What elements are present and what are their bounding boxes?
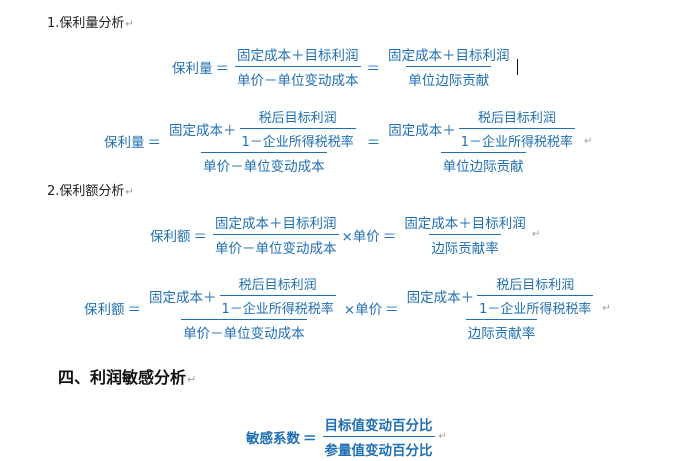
paragraph-mark: ↵: [584, 135, 593, 147]
numerator: 固定成本＋ 税后目标利润 1－企业所得税税率: [405, 274, 599, 319]
equals-sign: ＝: [366, 135, 381, 151]
denominator: 单位边际贡献: [440, 152, 526, 175]
lhs-label: 敏感系数: [246, 430, 300, 447]
equals-sign: ＝: [215, 60, 230, 77]
inner-fraction: 税后目标利润 1－企业所得税税率: [458, 107, 576, 150]
equals-sign: ＝: [193, 228, 208, 245]
numerator: 目标值变动百分比: [324, 418, 433, 434]
formula-profit-volume-1: 保利量 ＝ 固定成本＋目标利润 单价－单位变动成本 ＝ 固定成本＋目标利润 单位…: [172, 44, 518, 89]
paragraph-mark: ↵: [602, 302, 611, 314]
inner-numerator: 税后目标利润: [238, 278, 317, 293]
denominator: 边际贡献率: [465, 319, 538, 342]
numerator: 固定成本＋ 税后目标利润 1－企业所得税税率: [167, 107, 361, 152]
heading-profit-volume: 1.保利量分析↵: [47, 12, 134, 31]
fraction: 固定成本＋目标利润 单位边际贡献: [386, 44, 512, 89]
heading-profit-amount: 2.保利额分析↵: [47, 180, 134, 199]
denominator: 参量值变动百分比: [322, 436, 435, 459]
equals-sign: ＝: [382, 228, 397, 245]
equals-sign: ＝: [127, 302, 142, 318]
fraction: 固定成本＋目标利润 单价－单位变动成本: [235, 44, 361, 89]
fraction: 固定成本＋目标利润 单价－单位变动成本: [213, 212, 339, 257]
inner-denominator: 1－企业所得税税率: [219, 295, 336, 317]
numerator: 固定成本＋目标利润: [215, 216, 337, 232]
text-cursor: [516, 58, 518, 75]
lhs-label: 保利量: [172, 60, 213, 77]
inner-denominator: 1－企业所得税税率: [239, 128, 356, 150]
denominator: 单价－单位变动成本: [181, 319, 307, 342]
denominator: 单价－单位变动成本: [201, 152, 327, 175]
fixed-cost-term: 固定成本＋: [388, 122, 456, 139]
inner-denominator: 1－企业所得税税率: [477, 295, 594, 317]
equals-sign: ＝: [147, 135, 162, 151]
lhs-label: 保利量: [104, 135, 145, 151]
times-price: ×单价: [341, 228, 380, 245]
paragraph-mark: ↵: [187, 373, 197, 386]
fraction: 固定成本＋ 税后目标利润 1－企业所得税税率 边际贡献率: [405, 274, 599, 342]
section-title-text: 四、利润敏感分析: [58, 368, 187, 387]
formula-sensitivity: 敏感系数 ＝ 目标值变动百分比 参量值变动百分比 ↵: [246, 414, 447, 459]
denominator: 单价－单位变动成本: [235, 66, 361, 89]
formula-profit-amount-2: 保利额 ＝ 固定成本＋ 税后目标利润 1－企业所得税税率 单价－单位变动成本 ×…: [84, 274, 611, 342]
heading-text: 2.保利额分析: [47, 184, 125, 199]
fraction: 目标值变动百分比 参量值变动百分比: [322, 414, 435, 459]
heading-text: 1.保利量分析: [47, 16, 125, 31]
lhs-label: 保利额: [150, 228, 191, 245]
paragraph-mark: ↵: [438, 431, 447, 442]
numerator: 固定成本＋ 税后目标利润 1－企业所得税税率: [386, 107, 580, 152]
denominator: 边际贡献率: [429, 234, 501, 257]
denominator: 单价－单位变动成本: [213, 234, 339, 257]
fraction: 固定成本＋目标利润 边际贡献率: [402, 212, 528, 257]
lhs-label: 保利额: [84, 302, 125, 318]
formula-profit-amount-1: 保利额 ＝ 固定成本＋目标利润 单价－单位变动成本 ×单价 ＝ 固定成本＋目标利…: [150, 212, 540, 257]
numerator: 固定成本＋目标利润: [404, 216, 526, 232]
paragraph-mark: ↵: [125, 187, 134, 198]
inner-fraction: 税后目标利润 1－企业所得税税率: [219, 274, 336, 317]
inner-fraction: 税后目标利润 1－企业所得税税率: [477, 274, 594, 317]
inner-numerator: 税后目标利润: [477, 111, 556, 126]
paragraph-mark: ↵: [125, 19, 134, 30]
paragraph-mark: ↵: [531, 229, 541, 240]
times-price: ×单价: [343, 302, 383, 318]
denominator: 单位边际贡献: [406, 66, 492, 89]
fraction: 固定成本＋ 税后目标利润 1－企业所得税税率 单价－单位变动成本: [147, 274, 341, 342]
numerator: 固定成本＋目标利润: [237, 48, 359, 64]
formula-profit-volume-2: 保利量 ＝ 固定成本＋ 税后目标利润 1－企业所得税税率 单价－单位变动成本 ＝…: [104, 107, 592, 175]
numerator: 固定成本＋目标利润: [388, 48, 510, 64]
fixed-cost-term: 固定成本＋: [149, 289, 217, 306]
equals-sign: ＝: [385, 302, 399, 318]
fraction: 固定成本＋ 税后目标利润 1－企业所得税税率 单位边际贡献: [386, 107, 580, 175]
inner-fraction: 税后目标利润 1－企业所得税税率: [239, 107, 356, 150]
inner-denominator: 1－企业所得税税率: [458, 128, 576, 150]
section-title: 四、利润敏感分析↵: [58, 364, 196, 388]
fixed-cost-term: 固定成本＋: [406, 289, 475, 306]
equals-sign: ＝: [366, 60, 381, 77]
numerator: 固定成本＋ 税后目标利润 1－企业所得税税率: [147, 274, 341, 319]
inner-numerator: 税后目标利润: [258, 111, 337, 126]
fraction: 固定成本＋ 税后目标利润 1－企业所得税税率 单价－单位变动成本: [167, 107, 361, 175]
fixed-cost-term: 固定成本＋: [169, 122, 237, 139]
equals-sign: ＝: [303, 430, 317, 447]
inner-numerator: 税后目标利润: [496, 278, 575, 293]
